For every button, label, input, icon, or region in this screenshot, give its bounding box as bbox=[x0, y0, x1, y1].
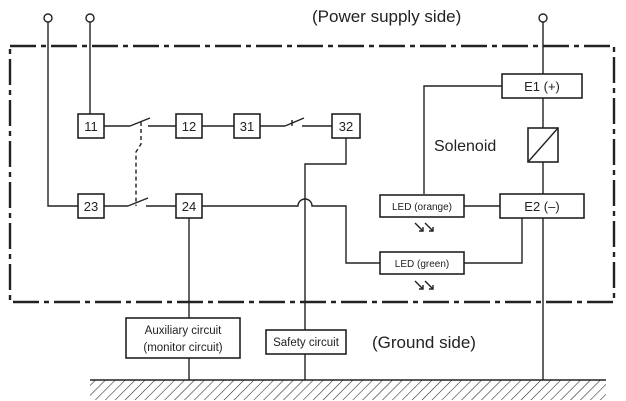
svg-text:11: 11 bbox=[84, 119, 98, 134]
svg-text:(monitor circuit): (monitor circuit) bbox=[143, 342, 222, 354]
terminal-23: 23 bbox=[77, 193, 105, 219]
terminal-32: 32 bbox=[331, 113, 361, 139]
svg-text:Safety circuit: Safety circuit bbox=[273, 337, 340, 349]
device-enclosure bbox=[8, 44, 616, 304]
led-orange: LED (orange) bbox=[379, 194, 465, 218]
svg-text:24: 24 bbox=[182, 199, 196, 214]
supply-terminal-right bbox=[538, 13, 548, 23]
power-supply-side-label: (Power supply side) bbox=[312, 7, 461, 26]
terminal-12: 12 bbox=[175, 113, 203, 139]
svg-text:Auxiliary circuit: Auxiliary circuit bbox=[145, 325, 222, 337]
terminal-e1: E1 (+) bbox=[501, 73, 583, 99]
svg-text:12: 12 bbox=[182, 119, 196, 134]
solenoid-label: Solenoid bbox=[434, 138, 496, 155]
terminal-31: 31 bbox=[233, 113, 261, 139]
wires bbox=[47, 22, 544, 380]
solenoid-icon bbox=[527, 127, 559, 163]
supply-terminal-mid bbox=[85, 13, 95, 23]
led-green-emission-icon bbox=[414, 280, 434, 290]
svg-text:E1 (+): E1 (+) bbox=[524, 79, 560, 94]
terminal-24: 24 bbox=[175, 193, 203, 219]
svg-text:23: 23 bbox=[84, 199, 98, 214]
supply-terminal-left bbox=[43, 13, 53, 23]
terminal-11: 11 bbox=[77, 113, 105, 139]
led-orange-emission-icon bbox=[414, 222, 434, 232]
ground-symbol bbox=[90, 379, 606, 400]
svg-text:E2 (–): E2 (–) bbox=[524, 199, 559, 214]
terminal-e2: E2 (–) bbox=[499, 193, 585, 219]
auxiliary-circuit-box: Auxiliary circuit (monitor circuit) bbox=[125, 317, 241, 359]
svg-text:31: 31 bbox=[240, 119, 254, 134]
ground-side-label: (Ground side) bbox=[372, 333, 476, 352]
safety-circuit-box: Safety circuit bbox=[265, 329, 347, 355]
svg-text:LED (orange): LED (orange) bbox=[392, 202, 452, 213]
svg-text:LED (green): LED (green) bbox=[395, 259, 449, 270]
svg-text:32: 32 bbox=[339, 119, 353, 134]
led-green: LED (green) bbox=[379, 251, 465, 275]
